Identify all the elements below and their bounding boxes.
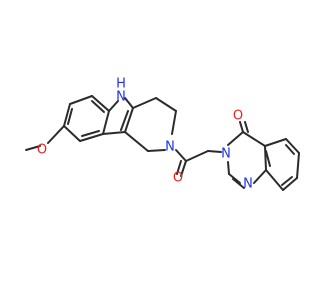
bond-double [81, 130, 100, 137]
bond [296, 152, 300, 179]
bond [91, 95, 110, 112]
bond [227, 161, 230, 175]
bond [180, 160, 187, 177]
bond [155, 97, 177, 112]
bond [185, 150, 209, 162]
bond [264, 145, 267, 171]
bond [63, 103, 71, 127]
nh-hydrogen-label: H [116, 77, 126, 92]
bond [207, 150, 222, 153]
bond [124, 97, 134, 109]
bond [102, 110, 110, 135]
piperidine-nitrogen-label: N [165, 140, 175, 155]
bond [124, 131, 149, 152]
bond [228, 173, 241, 184]
chemical-structure-diagram: N H O N O N O N [25, 77, 300, 192]
bond [264, 138, 287, 147]
amide-carbonyl-oxygen-label: O [173, 171, 183, 186]
bond [242, 131, 266, 147]
bond [147, 149, 166, 152]
bond [265, 169, 284, 191]
bond [108, 100, 119, 112]
bond [47, 125, 65, 144]
bond [171, 110, 177, 135]
bond [253, 169, 267, 184]
bond-double [232, 178, 245, 189]
bond [69, 95, 93, 105]
bond [227, 131, 244, 146]
bond [25, 145, 41, 151]
quinazolinone-oxygen-label: O [233, 109, 243, 124]
bond [175, 149, 187, 162]
bond-double [91, 100, 105, 113]
quinazolinone-n1-label: N [243, 177, 253, 192]
bond [282, 177, 298, 191]
nh-nitrogen-label: N [116, 90, 126, 105]
bond [63, 125, 81, 142]
bond-double [244, 121, 249, 133]
bond-double [120, 110, 129, 131]
quinazolinone-n3-label: N [221, 147, 231, 162]
bond [132, 97, 157, 109]
bond [285, 138, 300, 154]
bond-double [176, 160, 182, 175]
atom-labels: N H O N O N O N [37, 77, 253, 192]
bond [124, 107, 134, 133]
bond [239, 121, 244, 133]
bond-double [281, 176, 293, 186]
bonds [25, 95, 300, 191]
methoxy-oxygen-label: O [37, 143, 47, 158]
bond-double [285, 144, 295, 155]
bond-double [265, 150, 271, 167]
bond-double [67, 108, 73, 125]
bond [79, 133, 104, 142]
bond [102, 131, 126, 135]
